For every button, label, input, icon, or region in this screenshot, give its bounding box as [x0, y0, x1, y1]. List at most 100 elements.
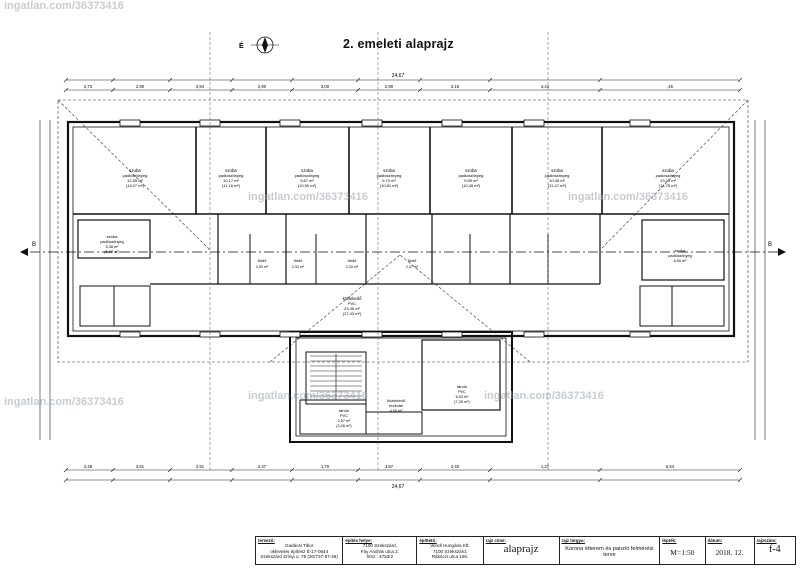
- reference-lines: [209, 32, 549, 470]
- room-area: 9,67 m²: [300, 178, 314, 183]
- room-area: 10,17 m²: [223, 178, 239, 183]
- room-area-original: (10,45 m²): [462, 183, 481, 188]
- sheet-label: rajzszám:: [756, 538, 777, 543]
- north-label: É: [239, 41, 244, 50]
- title-block: tervező: Gadácsi Tibor okleveles építész…: [255, 536, 796, 565]
- bathroom-label: fürdő 2,37 m²: [406, 259, 419, 269]
- roof-outline: [57, 99, 749, 363]
- overall-dim-bottom: 24,67: [392, 484, 405, 490]
- room-area: 6,50 m²: [674, 259, 688, 263]
- client-label: építtető:: [419, 538, 437, 543]
- room-floor: padlószőnyeg: [656, 173, 681, 178]
- watermark-center: ingatlan.com/36373416: [248, 191, 368, 203]
- subject-value: Korona étterem és panzió felmérési terve: [565, 546, 654, 558]
- dim-label-bottom: 1,70: [321, 464, 330, 469]
- dim-label-top: 2,73: [84, 84, 93, 89]
- room-name: szoba: [383, 168, 395, 173]
- watermark-lower-right: ingatlan.com/36373416: [484, 390, 604, 402]
- dimension-lines: [39, 79, 766, 481]
- room-floor: padlószőnyeg: [545, 173, 570, 178]
- dim-label-top: 3,15: [451, 84, 460, 89]
- section-line: B B: [20, 242, 786, 256]
- date-cell: dátum: 2018. 12.: [706, 537, 755, 564]
- room-area-original: (7,29 m²): [454, 400, 470, 404]
- room-area: 4,50 m²: [390, 409, 404, 413]
- dim-label-bottom: 3,87: [385, 464, 394, 469]
- room-area: 2,37 m²: [406, 265, 419, 269]
- room-floor: padlószőnyeg: [377, 173, 402, 178]
- room-area: 23,45 m²: [344, 306, 360, 311]
- room-name: tároló: [339, 408, 350, 413]
- room-name: szoba: [129, 168, 141, 173]
- room-area: 10,45 m²: [549, 178, 565, 183]
- room-name: tároló: [457, 384, 468, 389]
- room-name: szoba: [225, 168, 237, 173]
- section-mark-left: B: [32, 242, 36, 248]
- date-value: 2018. 12.: [715, 548, 744, 558]
- room-floor: PVC: [348, 301, 356, 306]
- client-line: Vendl Hungária Kft.: [430, 543, 470, 549]
- designer-cell: tervező: Gadácsi Tibor okleveles építész…: [256, 537, 344, 564]
- room-name: szoba: [675, 248, 686, 253]
- dim-label-top: ,46: [667, 84, 673, 89]
- room-name: fürdő: [258, 259, 267, 263]
- dim-label-bottom: 2,40: [451, 464, 460, 469]
- room-area: 5,38 m²: [106, 245, 120, 249]
- room-area-original: (10,81 m²): [380, 183, 399, 188]
- room-area-original: (11,47 m²): [548, 183, 567, 188]
- drawing-title-cell: rajz címe: alaprajz: [484, 537, 560, 564]
- dim-label-bottom: 3,91: [136, 464, 145, 469]
- building-line: 7100 Szekszárd,: [362, 543, 397, 549]
- north-arrow: É: [239, 36, 279, 54]
- dim-label-bottom: 2,91: [196, 464, 205, 469]
- room-name: közlekedő: [343, 296, 363, 301]
- dim-label-top: 2,90: [258, 84, 267, 89]
- room-name: szoba: [465, 168, 477, 173]
- room-area-original: (11,16 m²): [222, 183, 241, 188]
- client-cell: építtető: Vendl Hungária Kft. 7100 Szeks…: [417, 537, 484, 564]
- room-area: 2,57 m²: [338, 419, 352, 423]
- date-label: dátum:: [707, 538, 723, 543]
- room-area: 9,70 m²: [382, 178, 396, 183]
- dim-label-top: 2,94: [196, 84, 205, 89]
- room-floor: burkolat: [389, 404, 403, 408]
- watermark-right: ingatlan.com/36373416: [568, 191, 688, 203]
- room-area-original: (27,43 m²): [343, 311, 362, 316]
- scale-label: lépték:: [662, 538, 677, 543]
- walls: [66, 120, 736, 443]
- building-line: Fáy András utca 2.: [360, 548, 400, 554]
- room-area-original: (5,98 m²): [104, 250, 120, 254]
- drawing-value: alaprajz: [503, 543, 539, 556]
- room-area-original: (13,07 m²): [126, 183, 145, 188]
- room-floor: PVC: [340, 414, 348, 418]
- designer-line: Gadácsi Tibor: [285, 543, 314, 549]
- room-area: 13,05 m²: [660, 178, 676, 183]
- room-area-original: (14,75 m²): [659, 183, 678, 188]
- room-name: fürdő: [408, 259, 417, 263]
- watermark-left: ingatlan.com/36373416: [4, 396, 124, 408]
- room-area: 2,33 m²: [292, 265, 305, 269]
- drawing-label: rajz címe:: [485, 538, 506, 543]
- room-area: 12,55 m²: [127, 178, 143, 183]
- staircase: [310, 354, 362, 400]
- scale-value: M=1:50: [670, 548, 695, 558]
- designer-label: tervező:: [258, 538, 275, 543]
- room-name: fürdő: [294, 259, 303, 263]
- designer-line: okleveles építész É-17-0644: [270, 548, 329, 554]
- room-area: 6,53 m²: [456, 395, 470, 399]
- scale-cell: lépték: M=1:50: [660, 537, 706, 564]
- building-cell: építés helye: 7100 Szekszárd, Fáy András…: [343, 537, 418, 564]
